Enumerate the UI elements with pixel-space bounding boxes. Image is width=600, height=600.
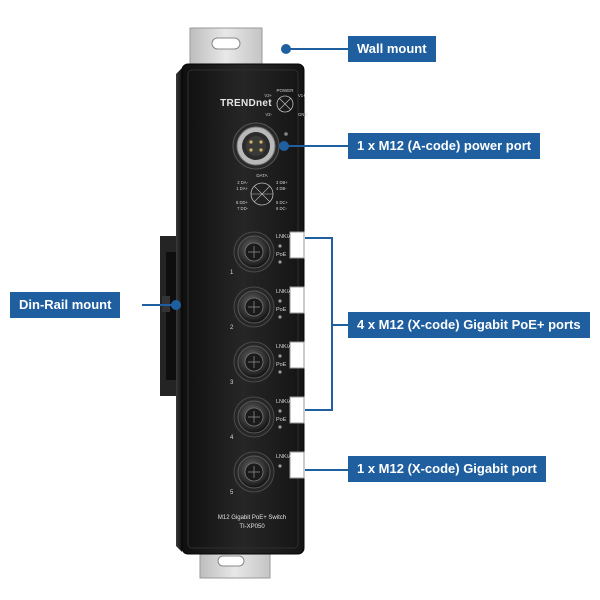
data-pin-label: 5 DC+ xyxy=(276,200,289,205)
data-port: 4 LNK/ACT PoE xyxy=(230,396,305,441)
port-status-label: LNK/ACT xyxy=(276,234,300,240)
port-number: 2 xyxy=(230,325,234,331)
power-heading: POWER xyxy=(276,88,294,93)
data-pin-label: 1 DA+ xyxy=(236,186,248,191)
port-number: 3 xyxy=(230,380,234,386)
port-status-label: LNK/ACT xyxy=(276,289,300,295)
port-label-strip xyxy=(289,396,305,424)
led-icon xyxy=(278,425,282,429)
port-status-label: LNK/ACT xyxy=(276,454,300,460)
product-name: M12 Gigabit PoE+ Switch xyxy=(218,515,286,521)
port-label-strip xyxy=(289,451,305,479)
callout-lines xyxy=(142,48,348,471)
data-heading: DATA xyxy=(256,173,267,178)
power-pinout-diagram-icon: POWER V2+ V1+ V2- GND xyxy=(264,88,307,117)
port-status-label: LNK/ACT xyxy=(276,399,300,405)
port-poe-label: PoE xyxy=(276,252,287,258)
data-pin-label: 2 DA- xyxy=(237,180,248,185)
power-pin-label: V2- xyxy=(265,112,272,117)
port-poe-label: PoE xyxy=(276,362,287,368)
data-pin-label: 7 DD- xyxy=(237,206,249,211)
led-icon xyxy=(278,354,282,358)
port-column: 1LNK/ACTPoE2LNK/ACTPoE3LNK/ACTPoE4LNK/AC… xyxy=(230,231,305,496)
led-icon xyxy=(278,370,282,374)
callout-dot xyxy=(171,300,181,310)
data-pin-label: 8 DD+ xyxy=(236,200,249,205)
led-icon xyxy=(278,244,282,248)
led-icon xyxy=(278,464,282,468)
power-pin-label: V2+ xyxy=(264,93,272,98)
connector-icon xyxy=(246,136,266,156)
led-icon xyxy=(278,299,282,303)
power-port-callout: 1 x M12 (A-code) power port xyxy=(348,133,541,159)
poe-ports-callout: 4 x M12 (X-code) Gigabit PoE+ ports xyxy=(348,312,590,338)
port-number: 1 xyxy=(230,270,234,276)
port-poe-label: PoE xyxy=(276,417,287,423)
port-label-strip xyxy=(289,341,305,369)
callout-dot xyxy=(279,141,289,151)
port-label-strip xyxy=(289,231,305,259)
led-icon xyxy=(278,315,282,319)
callout-dot xyxy=(281,44,291,54)
data-pin-label: 4 DB- xyxy=(276,186,287,191)
port-status-label: LNK/ACT xyxy=(276,344,300,350)
data-pin-label: 3 DB+ xyxy=(276,180,288,185)
data-port: 1 LNK/ACT PoE xyxy=(230,231,305,276)
gigabit-port-callout: 1 x M12 (X-code) Gigabit port xyxy=(348,456,546,482)
port-poe-label: PoE xyxy=(276,307,287,313)
port-label-strip xyxy=(289,286,305,314)
model-number: TI-XP050 xyxy=(239,524,265,530)
power-pin-label: GND xyxy=(298,112,307,117)
port-number: 4 xyxy=(230,435,234,441)
wall-mount-callout: Wall mount xyxy=(348,36,436,62)
led-icon xyxy=(284,132,288,136)
port-number: 5 xyxy=(230,490,234,496)
din-rail-callout: Din-Rail mount xyxy=(10,292,121,318)
data-port: 3 LNK/ACT PoE xyxy=(230,341,305,386)
led-icon xyxy=(278,409,282,413)
power-port xyxy=(232,122,288,170)
data-pin-label: 6 DC- xyxy=(276,206,288,211)
led-icon xyxy=(278,260,282,264)
power-pin-label: V1+ xyxy=(298,93,306,98)
data-pinout-diagram-icon: DATA 2 DA- 1 DA+ 8 DD+ 7 DD- 3 DB+ 4 DB-… xyxy=(236,173,289,211)
data-port: 2 LNK/ACT PoE xyxy=(230,286,305,331)
brand-logo: TRENDnet xyxy=(220,98,272,109)
data-port: 5 LNK/ACT xyxy=(230,451,305,496)
